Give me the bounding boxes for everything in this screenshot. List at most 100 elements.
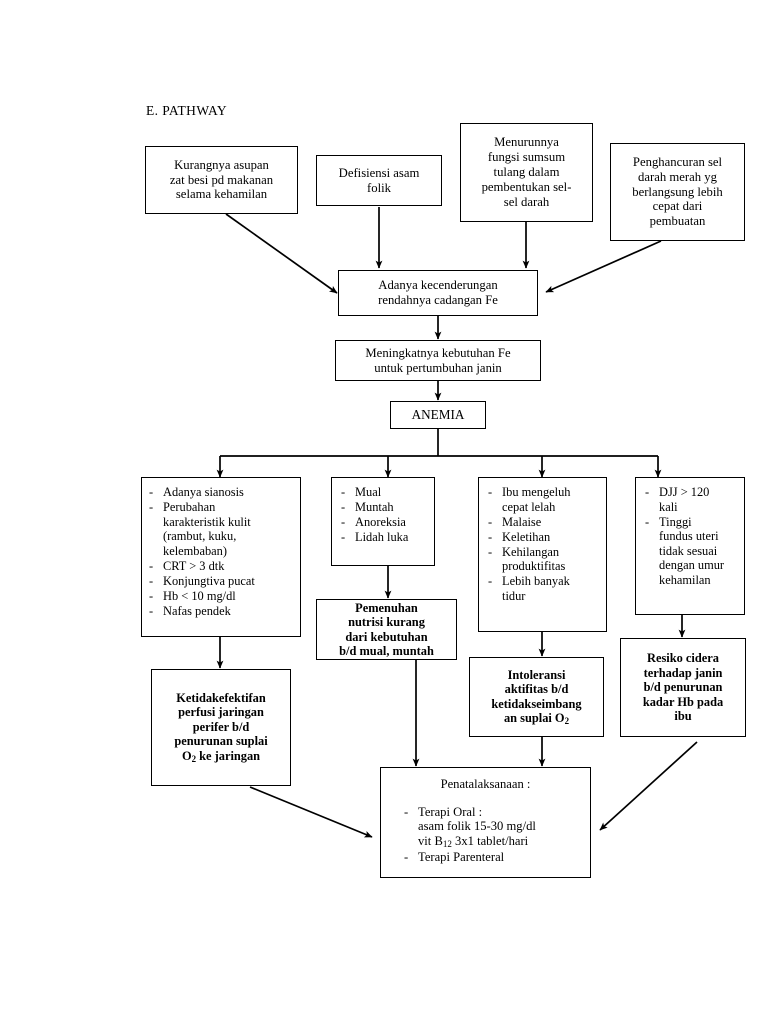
node-line: Pemenuhan — [355, 600, 418, 615]
list-item: - Malaise — [487, 515, 601, 530]
management-list: - Terapi Oral : asam folik 15-30 mg/dl v… — [387, 805, 584, 866]
list-item: - Tinggi fundus uteri tidak sesuai denga… — [644, 515, 739, 588]
list-item: - DJJ > 120 kali — [644, 485, 739, 514]
node-line: Ketidakefektifan — [176, 690, 266, 705]
list-item-line: Ibu mengeluh — [502, 485, 571, 499]
signs-skin-list: - Adanya sianosis - Perubahan karakteris… — [148, 485, 295, 619]
list-item-line: Terapi Oral : — [418, 804, 483, 819]
list-item-line: Muntah — [355, 500, 394, 514]
node-line: Adanya kecenderungan — [378, 278, 498, 293]
node-line: folik — [367, 180, 391, 195]
node-line: berlangsung lebih — [632, 184, 723, 199]
list-item-line: Hb < 10 mg/dl — [163, 588, 236, 603]
page-title: E. PATHWAY — [146, 103, 228, 118]
signs-fetal-list: - DJJ > 120 kali - Tinggi fundus uteri t… — [644, 485, 739, 588]
list-item: - Ibu mengeluh cepat lelah — [487, 485, 601, 514]
node-line: perifer b/d — [192, 719, 250, 734]
node-dx-activity-intolerance: Intoleransi aktifitas b/d ketidakseimban… — [469, 657, 604, 737]
list-item: - Kehilangan produktifitas — [487, 545, 601, 574]
list-item-line: Terapi Parenteral — [418, 850, 505, 865]
list-item-line: Anoreksia — [355, 515, 406, 529]
node-signs-gastrointestinal: - Mual - Muntah - Anoreksia - Lidah luka — [331, 477, 435, 566]
bullet-dash: - — [488, 544, 493, 559]
node-low-fe-reserve: Adanya kecenderungan rendahnya cadangan … — [338, 270, 538, 316]
node-line: ANEMIA — [411, 407, 465, 423]
node-cause-iron-intake: Kurangnya asupan zat besi pd makanan sel… — [145, 146, 298, 214]
node-line: b/d penurunan — [643, 680, 723, 695]
bullet-dash: - — [488, 574, 493, 588]
list-item: - CRT > 3 dtk — [148, 559, 295, 574]
list-item-line: Nafas pendek — [163, 603, 231, 618]
list-item: - Nafas pendek — [148, 604, 295, 619]
node-line-subscript: an suplai O2 — [503, 711, 570, 726]
node-line: kadar Hb pada — [642, 694, 724, 709]
bullet-dash: - — [341, 485, 346, 499]
list-item: - Hb < 10 mg/dl — [148, 589, 295, 604]
list-item-line: Konjungtiva pucat — [163, 573, 255, 588]
node-increased-fe-need: Meningkatnya kebutuhan Fe untuk pertumbu… — [335, 340, 541, 381]
list-item-line: dengan umur — [659, 558, 725, 572]
bullet-dash: - — [341, 530, 346, 544]
list-item-line: CRT > 3 dtk — [163, 558, 225, 573]
signs-gi-list: - Mual - Muntah - Anoreksia - Lidah luka — [340, 485, 429, 545]
node-line: perfusi jaringan — [178, 705, 264, 720]
bullet-dash: - — [488, 514, 493, 529]
list-item-line: karakteristik kulit — [163, 514, 251, 529]
node-line: terhadap janin — [643, 665, 723, 680]
list-item-line: kali — [659, 499, 678, 514]
node-line: Resiko cidera — [647, 651, 719, 666]
bullet-dash: - — [645, 485, 650, 499]
node-line: Kurangnya asupan — [174, 157, 269, 172]
bullet-dash: - — [341, 515, 346, 529]
list-item-line-subscript: vit B12 3x1 tablet/hari — [418, 834, 529, 850]
node-line: Intoleransi — [507, 667, 566, 682]
node-line: nutrisi kurang — [348, 615, 425, 629]
list-item-line: Keletihan — [502, 529, 551, 544]
bullet-dash: - — [404, 850, 409, 865]
bullet-dash: - — [149, 500, 154, 514]
bullet-dash: - — [149, 485, 154, 499]
node-line: rendahnya cadangan Fe — [378, 293, 498, 307]
list-item-line: kelembaban) — [163, 543, 227, 558]
node-line: Defisiensi asam — [338, 165, 420, 180]
list-item: - Lidah luka — [340, 530, 429, 545]
node-signs-skin: - Adanya sianosis - Perubahan karakteris… — [141, 477, 301, 637]
node-line: selama kehamilan — [175, 187, 268, 202]
node-cause-hemolysis: Penghancuran sel darah merah yg berlangs… — [610, 143, 745, 241]
node-line: ibu — [674, 709, 692, 724]
list-item: - Adanya sianosis — [148, 485, 295, 500]
node-line: cepat dari — [652, 199, 703, 214]
node-cause-folic-deficiency: Defisiensi asam folik — [316, 155, 442, 206]
list-item: - Mual — [340, 485, 429, 500]
node-dx-nutrition: Pemenuhan nutrisi kurang dari kebutuhan … — [316, 599, 457, 660]
bullet-dash: - — [149, 588, 154, 603]
node-line: Penghancuran sel — [632, 154, 723, 169]
list-item: - Keletihan — [487, 530, 601, 545]
list-item-line: Perubahan — [163, 500, 216, 514]
node-line-subscript: O2 ke jaringan — [181, 748, 261, 764]
list-item-line: produktifitas — [502, 559, 566, 573]
node-line: zat besi pd makanan — [169, 172, 274, 187]
node-line: darah merah yg — [638, 169, 717, 184]
bullet-dash: - — [341, 500, 346, 514]
list-item-line: (rambut, kuku, — [163, 529, 237, 543]
node-line: penurunan suplai — [174, 734, 268, 749]
bullet-dash: - — [149, 558, 154, 573]
node-line: ketidakseimbang — [491, 696, 582, 711]
node-signs-fatigue: - Ibu mengeluh cepat lelah - Malaise - K… — [478, 477, 607, 632]
list-item: - Terapi Oral : asam folik 15-30 mg/dl v… — [403, 805, 584, 850]
list-item-line: Mual — [355, 485, 382, 499]
list-item-line: cepat lelah — [502, 499, 556, 514]
node-cause-bone-marrow: Menurunnya fungsi sumsum tulang dalam pe… — [460, 123, 593, 222]
bullet-dash: - — [488, 485, 493, 499]
node-line: pembentukan sel- — [481, 179, 572, 194]
node-anemia: ANEMIA — [390, 401, 486, 429]
list-item: - Konjungtiva pucat — [148, 574, 295, 589]
node-line: dari kebutuhan — [345, 629, 428, 644]
list-item: - Lebih banyak tidur — [487, 574, 601, 603]
node-line: Meningkatnya kebutuhan Fe — [365, 345, 511, 360]
list-item-line: tidur — [502, 588, 526, 603]
list-item-line: Lidah luka — [355, 530, 409, 544]
node-line: Menurunnya — [494, 135, 559, 150]
